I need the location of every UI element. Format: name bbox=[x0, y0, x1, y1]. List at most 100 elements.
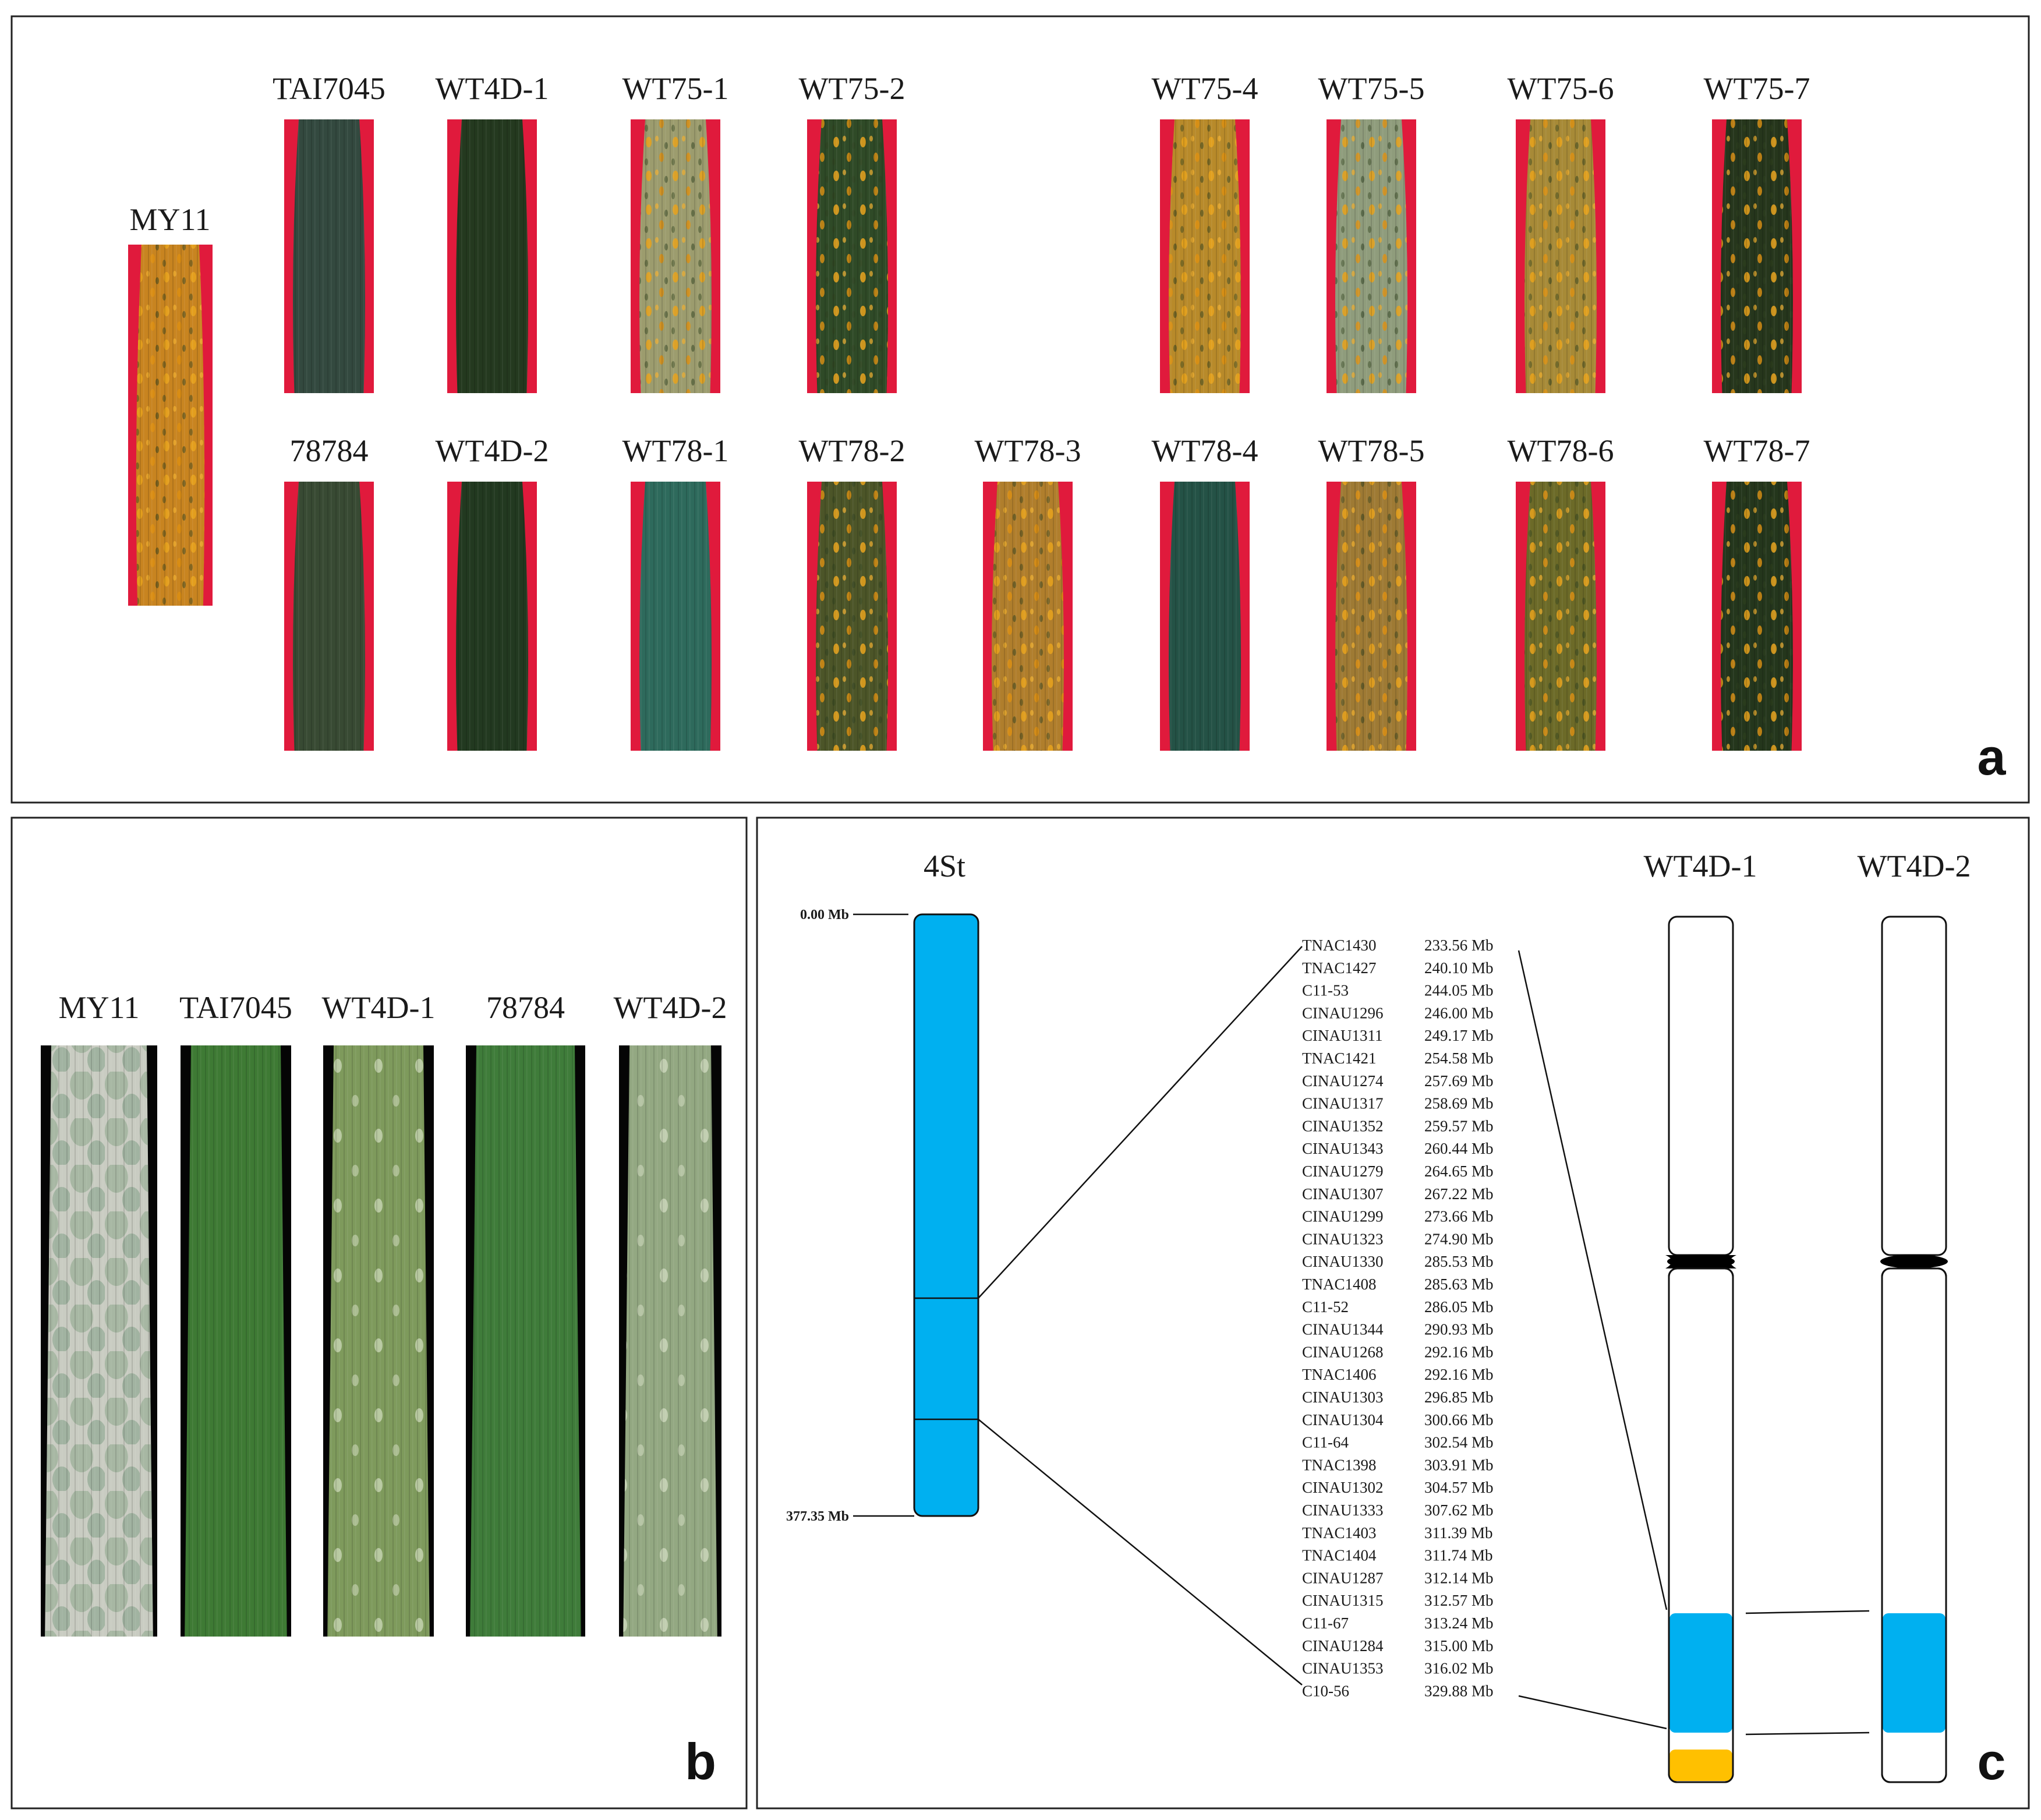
connector-wt4d-top bbox=[1745, 1610, 1870, 1614]
mildew-leaf-78784 bbox=[466, 1045, 585, 1637]
leaf-wt4d-2 bbox=[447, 482, 537, 751]
connector-4st-bottom bbox=[978, 1419, 1303, 1685]
marker-position: 302.54 Mb bbox=[1424, 1434, 1494, 1451]
mildew-label-wt4d-2: WT4D-2 bbox=[614, 990, 727, 1025]
marker-position: 254.58 Mb bbox=[1424, 1049, 1494, 1067]
marker-position: 292.16 Mb bbox=[1424, 1366, 1494, 1383]
marker-position: 329.88 Mb bbox=[1424, 1682, 1494, 1699]
marker-name: TNAC1403 bbox=[1302, 1524, 1377, 1542]
leaf-wt78-6 bbox=[1516, 482, 1605, 751]
marker-name: CINAU1302 bbox=[1302, 1479, 1384, 1496]
line-label-wt75-4: WT75-4 bbox=[1152, 71, 1258, 106]
marker-position: 312.14 Mb bbox=[1424, 1569, 1494, 1586]
chromosome-wt4d-1 bbox=[1665, 916, 1736, 1783]
line-label-tai7045: TAI7045 bbox=[273, 71, 385, 106]
marker-name: CINAU1315 bbox=[1302, 1592, 1384, 1609]
leaf-wt78-1 bbox=[631, 482, 720, 751]
marker-name: C11-52 bbox=[1302, 1298, 1349, 1316]
panel-a-frame bbox=[10, 15, 2030, 804]
bottom-position-label: 377.35 Mb bbox=[786, 1509, 849, 1524]
marker-name: TNAC1427 bbox=[1302, 959, 1377, 977]
marker-position: 246.00 Mb bbox=[1424, 1004, 1494, 1022]
line-label-wt78-5: WT78-5 bbox=[1318, 433, 1425, 468]
marker-position: 315.00 Mb bbox=[1424, 1637, 1494, 1655]
marker-name: C11-64 bbox=[1302, 1434, 1349, 1451]
marker-name: CINAU1296 bbox=[1302, 1004, 1384, 1022]
marker-position: 300.66 Mb bbox=[1424, 1411, 1494, 1429]
mildew-label-78784: 78784 bbox=[486, 990, 565, 1025]
marker-name: C10-56 bbox=[1302, 1682, 1349, 1699]
marker-position: 240.10 Mb bbox=[1424, 959, 1494, 977]
line-wt4d-2-label: WT4D-2 bbox=[1858, 849, 1971, 884]
mildew-leaf-wt4d-2 bbox=[619, 1045, 721, 1637]
marker-position: 311.74 Mb bbox=[1424, 1547, 1493, 1564]
leaf-wt75-1 bbox=[631, 119, 720, 393]
marker-position: 286.05 Mb bbox=[1424, 1298, 1494, 1316]
marker-position: 292.16 Mb bbox=[1424, 1343, 1494, 1360]
marker-position: 264.65 Mb bbox=[1424, 1162, 1494, 1180]
leaf-wt78-2 bbox=[807, 482, 897, 751]
panel-b-frame bbox=[10, 817, 748, 1810]
marker-position: 273.66 Mb bbox=[1424, 1208, 1494, 1225]
leaf-wt78-4 bbox=[1160, 482, 1250, 751]
line-label-wt78-4: WT78-4 bbox=[1152, 433, 1258, 468]
marker-position: 316.02 Mb bbox=[1424, 1660, 1494, 1677]
marker-name: CINAU1344 bbox=[1302, 1321, 1384, 1338]
marker-position: 285.63 Mb bbox=[1424, 1275, 1494, 1293]
panel-c-frame bbox=[756, 817, 2030, 1810]
mildew-leaf-wt4d-1 bbox=[323, 1045, 434, 1637]
leaf-tai7045 bbox=[284, 119, 374, 393]
marker-position: 257.69 Mb bbox=[1424, 1072, 1494, 1090]
panel-a-label: a bbox=[1978, 728, 2007, 786]
panel-c-label: c bbox=[1978, 1733, 2006, 1790]
marker-position: 296.85 Mb bbox=[1424, 1388, 1494, 1406]
chromosome-4st bbox=[913, 913, 979, 1517]
leaf-wt75-6 bbox=[1516, 119, 1605, 393]
marker-position: 267.22 Mb bbox=[1424, 1185, 1494, 1203]
marker-name: CINAU1317 bbox=[1302, 1095, 1384, 1112]
marker-position: 274.90 Mb bbox=[1424, 1230, 1494, 1248]
wt4d-1-blue-segment bbox=[1669, 1613, 1732, 1733]
marker-position: 311.39 Mb bbox=[1424, 1524, 1493, 1542]
connector-marker-bottom-to-wt4d-1 bbox=[1518, 1695, 1667, 1730]
marker-name: CINAU1299 bbox=[1302, 1208, 1384, 1225]
leaf-my11 bbox=[128, 245, 213, 606]
line-label-wt75-1: WT75-1 bbox=[622, 71, 729, 106]
marker-name: TNAC1406 bbox=[1302, 1366, 1377, 1383]
panel-b-label: b bbox=[685, 1733, 716, 1790]
marker-position: 313.24 Mb bbox=[1424, 1614, 1494, 1632]
marker-name: CINAU1284 bbox=[1302, 1637, 1384, 1655]
marker-position: 233.56 Mb bbox=[1424, 936, 1494, 954]
marker-name: CINAU1352 bbox=[1302, 1117, 1384, 1135]
line-label-wt78-3: WT78-3 bbox=[975, 433, 1081, 468]
mildew-label-tai7045: TAI7045 bbox=[179, 990, 292, 1025]
line-label-wt4d-1: WT4D-1 bbox=[436, 71, 549, 106]
leaf-wt78-7 bbox=[1712, 482, 1802, 751]
marker-name: CINAU1279 bbox=[1302, 1162, 1384, 1180]
mildew-label-my11: MY11 bbox=[58, 990, 139, 1025]
marker-position: 259.57 Mb bbox=[1424, 1117, 1494, 1135]
marker-name: CINAU1287 bbox=[1302, 1569, 1384, 1586]
line-label-wt78-2: WT78-2 bbox=[799, 433, 905, 468]
line-label-wt75-5: WT75-5 bbox=[1318, 71, 1425, 106]
line-label-my11: MY11 bbox=[129, 202, 210, 237]
marker-name: CINAU1323 bbox=[1302, 1230, 1384, 1248]
chromosome-wt4d-2 bbox=[1880, 916, 1948, 1783]
marker-position: 258.69 Mb bbox=[1424, 1095, 1494, 1112]
marker-name: C11-53 bbox=[1302, 982, 1349, 999]
connector-wt4d-bottom bbox=[1745, 1731, 1870, 1736]
marker-name: CINAU1304 bbox=[1302, 1411, 1384, 1429]
marker-name: TNAC1421 bbox=[1302, 1049, 1377, 1067]
marker-position: 290.93 Mb bbox=[1424, 1321, 1494, 1338]
leaf-wt78-3 bbox=[983, 482, 1073, 751]
mildew-leaf-tai7045 bbox=[181, 1045, 291, 1637]
marker-name: C11-67 bbox=[1302, 1614, 1349, 1632]
line-label-wt4d-2: WT4D-2 bbox=[436, 433, 549, 468]
chromosome-4st-label: 4St bbox=[924, 849, 965, 884]
top-position-label: 0.00 Mb bbox=[800, 907, 849, 923]
